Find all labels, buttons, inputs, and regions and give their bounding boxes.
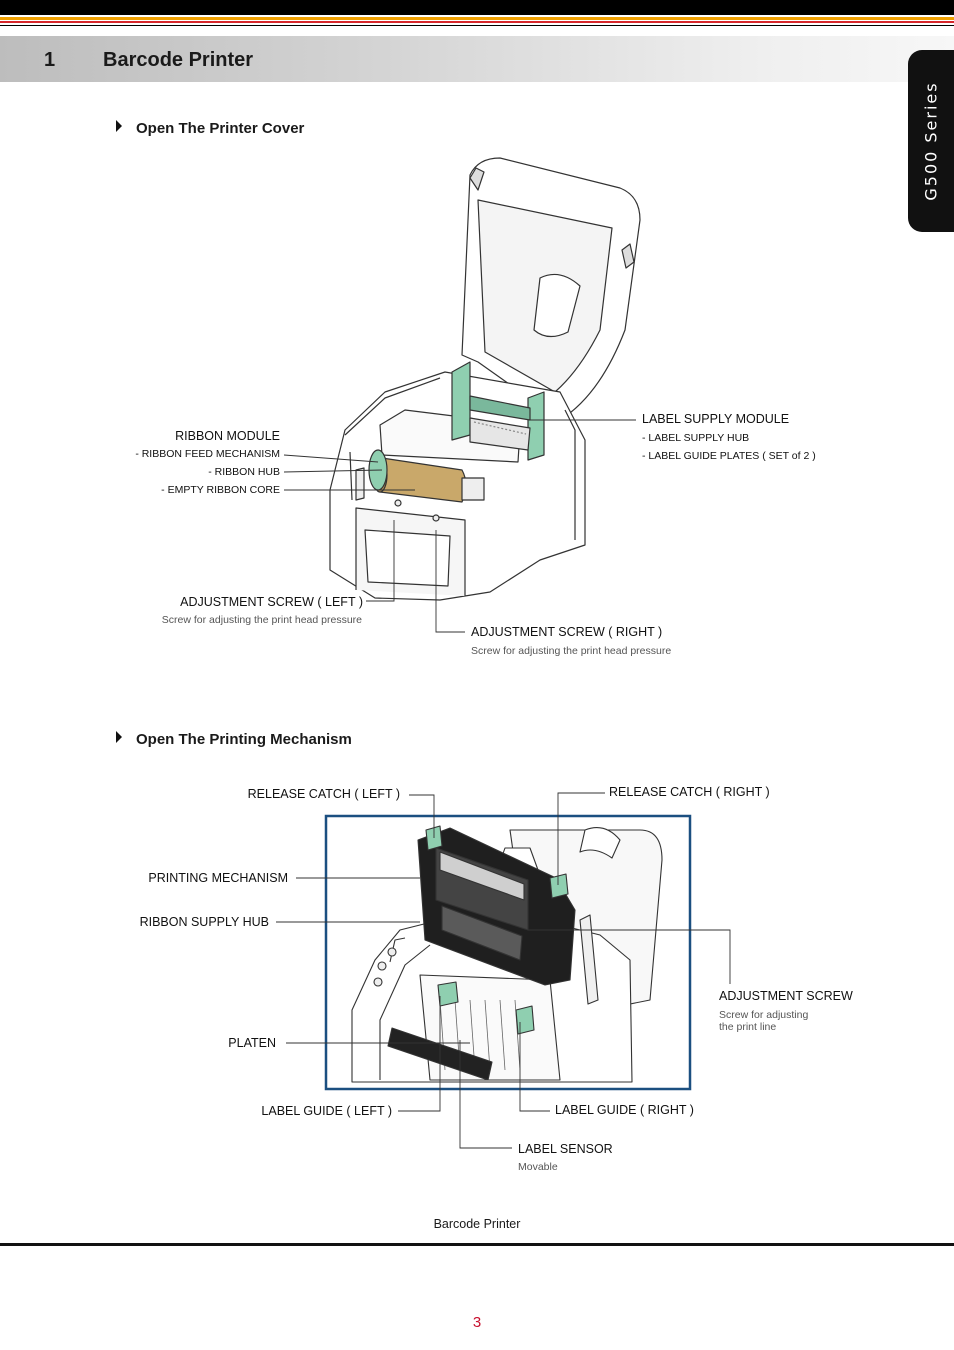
stripe-thin-black [0,25,954,26]
bottom-rule [0,1243,954,1246]
mechanism-heading: Open The Printing Mechanism [116,731,352,748]
label-adjustment-screw: ADJUSTMENT SCREW [719,989,853,1003]
figure-caption: Barcode Printer [433,1217,521,1231]
label-ribbon-module: RIBBON MODULE [175,429,280,443]
section-band [0,36,954,82]
label-label-guide-plates: - LABEL GUIDE PLATES ( SET of 2 ) [642,450,816,462]
cover-heading: Open The Printer Cover [116,120,304,137]
mechanism-leader-lines [276,792,731,1149]
stripe-orange [0,17,954,20]
label-release-catch-left: RELEASE CATCH ( LEFT ) [247,787,400,801]
label-label-sensor: LABEL SENSOR [518,1142,613,1156]
page-number: 3 [472,1314,482,1331]
label-ribbon-hub: - RIBBON HUB [208,466,280,478]
note-adjustment-screw-left: Screw for adjusting the print head press… [161,614,362,626]
note-adjustment-screw-line2: the print line [719,1021,777,1033]
printing-mechanism-drawing [351,825,663,1083]
label-adjustment-screw-right: ADJUSTMENT SCREW ( RIGHT ) [471,625,663,639]
label-release-catch-right: RELEASE CATCH ( RIGHT ) [609,785,770,799]
label-empty-ribbon-core: - EMPTY RIBBON CORE [161,484,280,496]
label-guide-right-green [515,1005,535,1035]
label-ribbon-supply-hub: RIBBON SUPPLY HUB [139,915,269,929]
series-tab [908,50,954,232]
label-printing-mechanism: PRINTING MECHANISM [148,871,288,885]
label-label-guide-right: LABEL GUIDE ( RIGHT ) [555,1103,694,1117]
note-adjustment-screw-right: Screw for adjusting the print head press… [471,645,672,657]
section-number: 1 [44,49,56,71]
label-ribbon-feed-mechanism: - RIBBON FEED MECHANISM [135,448,280,460]
caret-right-icon [116,120,122,132]
mechanism-heading-text: Open The Printing Mechanism [136,731,352,748]
section-title: Barcode Printer [103,49,254,71]
cover-leader-lines [283,419,636,633]
printer-cover-open-drawing [329,157,641,601]
label-guide-plate-right [527,391,545,461]
stripe-black [0,0,954,15]
cover-heading-text: Open The Printer Cover [136,120,305,137]
release-catch-right-green [549,873,569,899]
top-stripes [0,0,954,28]
caret-right-icon [116,731,122,743]
label-label-supply-hub: - LABEL SUPPLY HUB [642,432,750,444]
label-label-guide-left: LABEL GUIDE ( LEFT ) [261,1104,392,1118]
note-adjustment-screw-line1: Screw for adjusting [719,1009,809,1021]
label-guide-left-green [437,981,459,1007]
label-adjustment-screw-left: ADJUSTMENT SCREW ( LEFT ) [180,595,363,609]
label-label-supply-module: LABEL SUPPLY MODULE [642,412,790,426]
label-guide-plate-left [451,361,471,441]
note-label-sensor: Movable [518,1161,558,1173]
stripe-red [0,21,954,23]
label-platen: PLATEN [228,1036,276,1050]
